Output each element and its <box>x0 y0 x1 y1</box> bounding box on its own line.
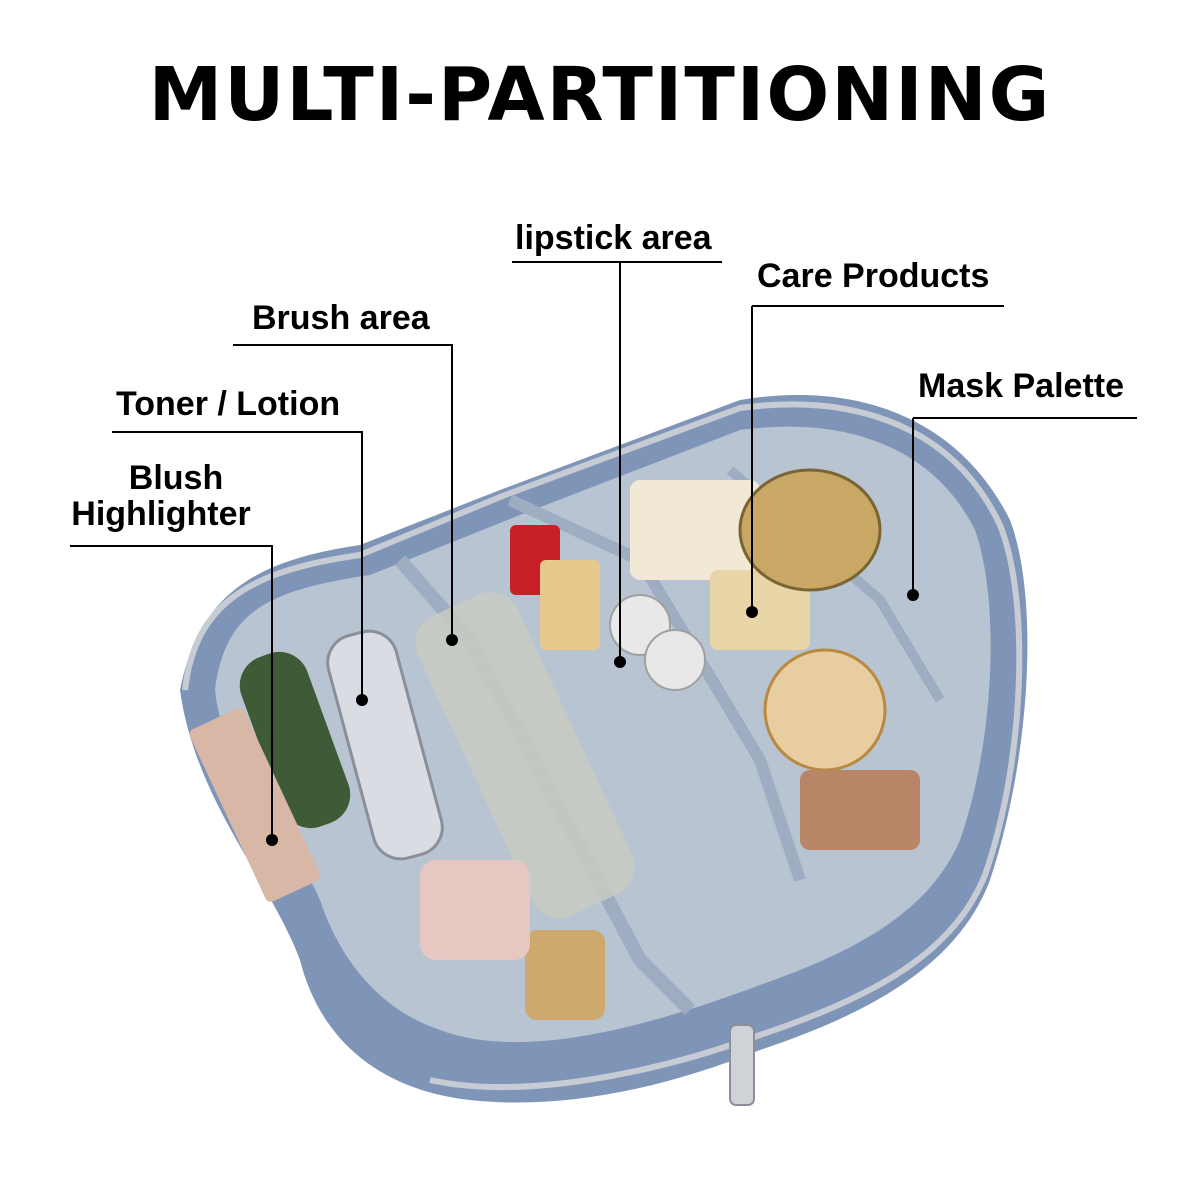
silver-pump-bottle <box>326 629 444 861</box>
callout-dot-blush <box>266 834 278 846</box>
mirror-compact <box>738 468 882 592</box>
label-blush-highlighter: Blush Highlighter <box>66 460 286 532</box>
callout-dot-toner <box>356 694 368 706</box>
zipper-track <box>182 401 1023 1090</box>
lipstick-gold <box>540 560 600 650</box>
tall-clear-bottle <box>415 592 635 918</box>
callout-toner <box>112 431 363 698</box>
label-toner-lotion: Toner / Lotion <box>116 385 341 423</box>
label-brush-area: Brush area <box>252 299 430 337</box>
dropper-bottle <box>525 930 605 1020</box>
callout-dot-brush <box>446 634 458 646</box>
callout-dot-mask <box>907 589 919 601</box>
label-mask-palette: Mask Palette <box>918 367 1124 405</box>
blush-compact <box>189 708 321 902</box>
callout-dot-care <box>746 606 758 618</box>
label-highlighter: Highlighter <box>71 495 251 533</box>
zipper-pull-icon <box>729 1024 755 1106</box>
label-lipstick-area: lipstick area <box>515 219 712 257</box>
label-blush: Blush <box>128 459 224 497</box>
green-bottle <box>239 651 351 829</box>
callout-brush <box>233 344 453 638</box>
label-care-products: Care Products <box>757 257 990 295</box>
page-title: MULTI-PARTITIONING <box>148 52 1052 138</box>
lipstick-cap-2 <box>644 629 706 691</box>
pink-perfume <box>420 860 530 960</box>
gold-cap-tube <box>710 570 810 650</box>
perfume-bottle <box>800 770 920 850</box>
callout-dot-lipstick <box>614 656 626 668</box>
cream-box <box>630 480 760 580</box>
callout-blush <box>70 545 273 838</box>
